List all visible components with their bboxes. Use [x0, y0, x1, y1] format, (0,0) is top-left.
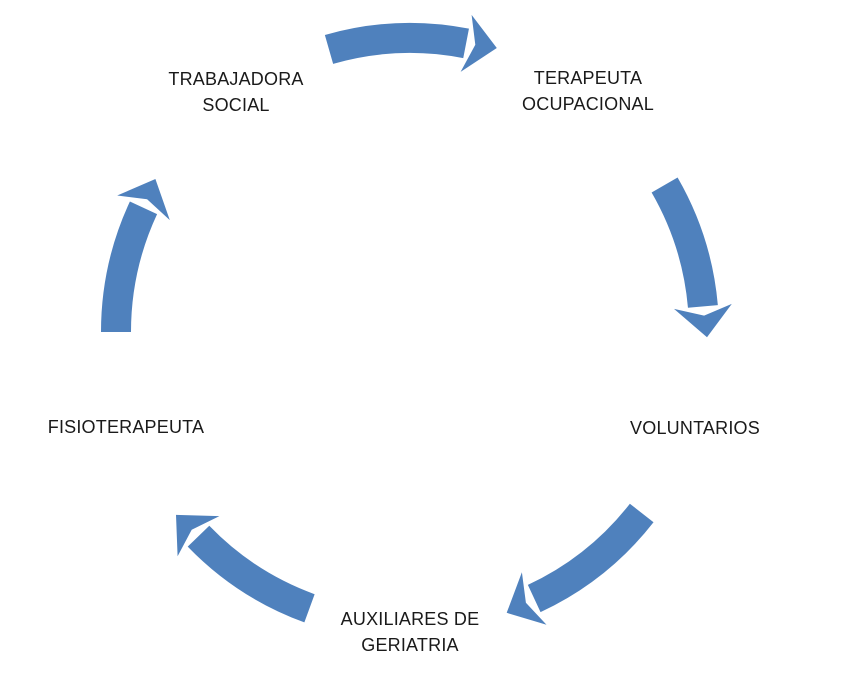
label-auxiliares-de-geriatria: AUXILIARES DE GERIATRIA — [340, 609, 480, 655]
arrow-trabajadora-to-terapeuta-icon — [324, 14, 497, 72]
label-terapeuta-ocupacional: TERAPEUTA OCUPACIONAL — [522, 68, 654, 114]
label-trabajadora-social: TRABAJADORA SOCIAL — [168, 69, 304, 115]
arrow-auxiliares-to-fisioterapeuta-icon — [176, 514, 315, 623]
arrow-terapeuta-to-voluntarios-icon — [651, 177, 732, 338]
arrow-fisioterapeuta-to-trabajadora-icon — [101, 179, 170, 333]
label-voluntarios: VOLUNTARIOS — [630, 418, 760, 438]
arrow-voluntarios-to-auxiliares-icon — [506, 503, 654, 625]
label-fisioterapeuta: FISIOTERAPEUTA — [47, 417, 205, 437]
